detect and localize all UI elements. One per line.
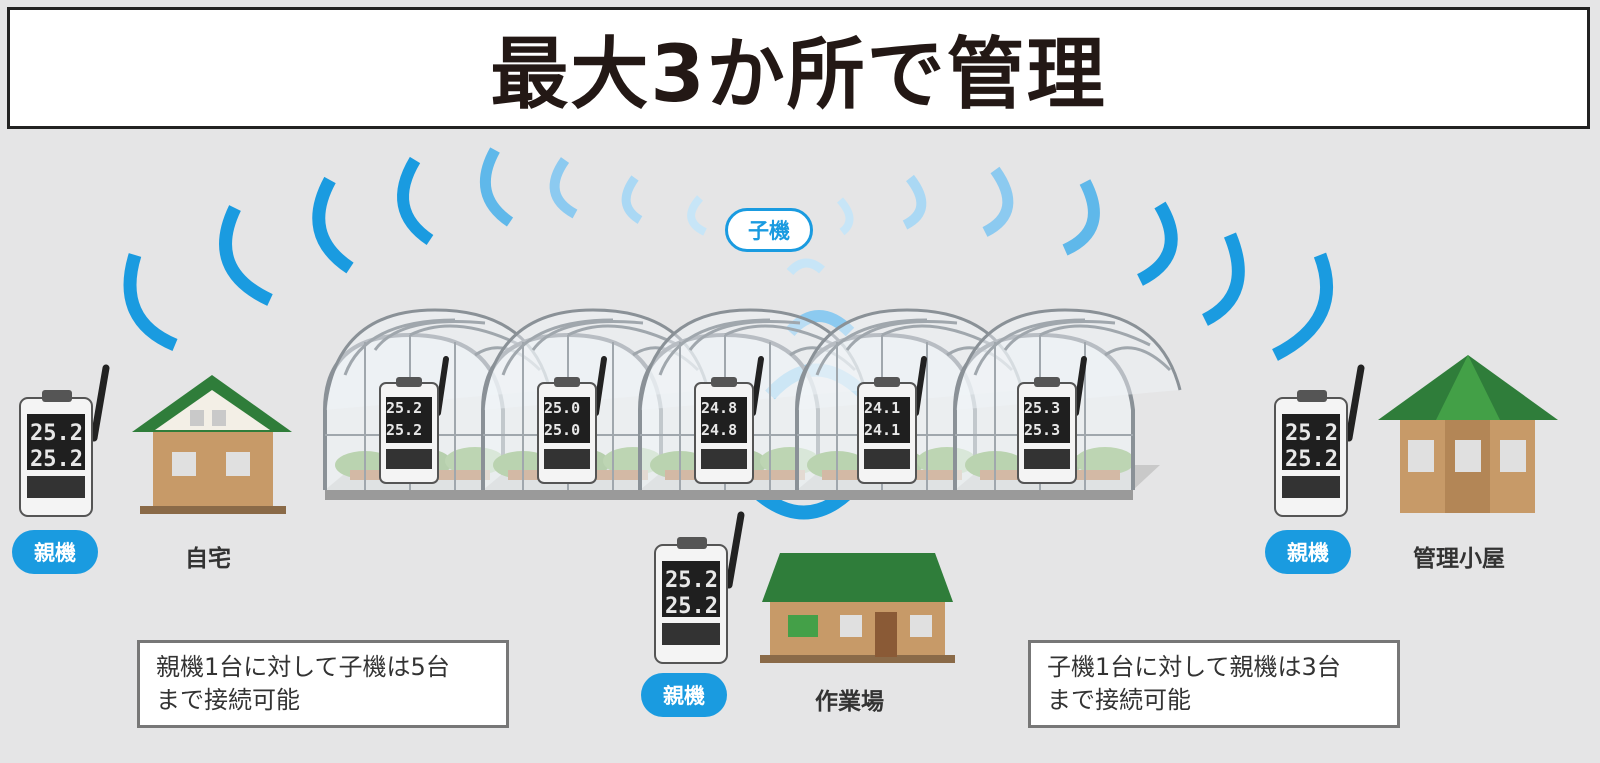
location-label-workshop: 作業場	[815, 689, 884, 715]
parent-unit-pill-hut: 親機	[1265, 530, 1351, 574]
signal-arcs-right	[836, 166, 1334, 361]
page-title: 最大3か所で管理	[490, 30, 1107, 120]
signal-arcs-left	[123, 147, 707, 351]
parent-hut-top: 25.2	[1285, 421, 1338, 446]
note-right-line1: 子機1台に対して親機は3台	[1047, 653, 1341, 681]
child-reading-1-bottom: 25.2	[386, 421, 422, 439]
title-banner: 最大3か所で管理	[7, 7, 1590, 129]
child-reading-4-bottom: 24.1	[864, 421, 900, 439]
child-readouts: 25.2 25.2 25.0 25.0 24.8 24.8 24.1 24.1 25.3 25.3	[386, 399, 1060, 439]
child-reading-3-top: 24.8	[701, 399, 737, 417]
parent-unit-pill-home: 親機	[12, 530, 98, 574]
child-reading-2-top: 25.0	[544, 399, 580, 417]
house-hut	[1378, 355, 1558, 513]
child-reading-5-top: 25.3	[1024, 399, 1060, 417]
location-label-hut: 管理小屋	[1413, 546, 1505, 572]
note-left-line2: まで接続可能	[156, 686, 300, 714]
parent-unit-pill-workshop: 親機	[641, 673, 727, 717]
parent-readouts: 25.2 25.2 25.2 25.2 25.2 25.2	[30, 421, 1338, 619]
child-reading-5-bottom: 25.3	[1024, 421, 1060, 439]
house-workshop	[760, 553, 955, 663]
location-label-home: 自宅	[185, 546, 231, 572]
child-unit-pill: 子機	[725, 208, 813, 252]
house-home	[132, 375, 292, 514]
parent-workshop-top: 25.2	[665, 568, 718, 593]
child-reading-1-top: 25.2	[386, 399, 422, 417]
child-reading-3-bottom: 24.8	[701, 421, 737, 439]
parent-home-top: 25.2	[30, 421, 83, 446]
child-reading-2-bottom: 25.0	[544, 421, 580, 439]
note-left: 親機1台に対して子機は5台 まで接続可能	[137, 640, 509, 728]
note-left-line1: 親機1台に対して子機は5台	[156, 653, 450, 681]
parent-hut-bottom: 25.2	[1285, 447, 1338, 472]
note-right-line2: まで接続可能	[1047, 686, 1191, 714]
parent-workshop-bottom: 25.2	[665, 594, 718, 619]
child-reading-4-top: 24.1	[864, 399, 900, 417]
parent-home-bottom: 25.2	[30, 447, 83, 472]
note-right: 子機1台に対して親機は3台 まで接続可能	[1028, 640, 1400, 728]
